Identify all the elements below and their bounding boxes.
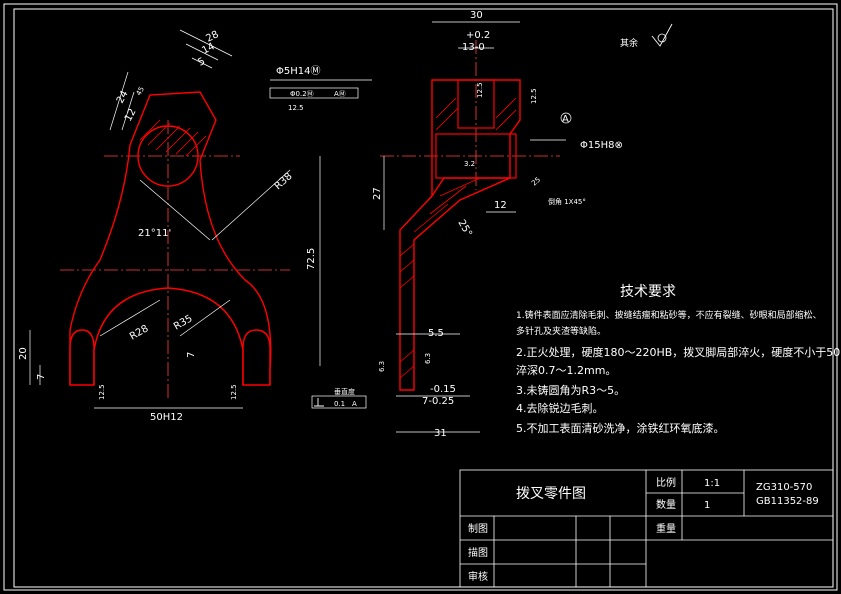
note-2: 2.正火处理，硬度180～220HB，拨叉脚局部淬火，硬度不小于50HRC， [516,345,841,359]
note-2b: 淬深0.7～1.2mm。 [516,363,616,377]
dim-angle: 21°11' [138,228,171,239]
qty-label: 数量 [656,498,676,511]
dim-tol-015: -0.15 [430,384,456,395]
fcf-datum: AⓂ [334,90,346,98]
dim-7-025: 7-0.25 [422,396,454,407]
roughness-f: 3.2 [464,160,475,168]
note-1: 1.铸件表面应清除毛刺、披缝结瘤和粘砂等，不应有裂缝、砂眼和局部缩松、 [516,309,822,321]
drawn-label: 制图 [468,522,488,535]
roughness-g: 25 [530,176,542,188]
roughness-c: 12.5 [230,384,238,400]
note-3: 3.未铸圆角为R3～5。 [516,383,625,397]
dim-r38: R38 [273,171,295,192]
datum-a: A [562,114,569,125]
dim-24: 24 [115,89,131,105]
dim-45: 45 [135,85,146,97]
dim-25deg: 25° [455,218,473,239]
dim-12: 12 [123,107,139,123]
note-5: 5.不加工表面清砂洗净，涂铁红环氧底漆。 [516,421,725,435]
technical-requirements: 技术要求 1.铸件表面应清除毛刺、披缝结瘤和粘砂等，不应有裂缝、砂眼和局部缩松、… [516,284,841,435]
roughness-d: 12.5 [476,82,484,98]
dim-20: 20 [18,347,29,360]
dim-width: 50H12 [150,412,183,423]
side-section-view: 30 +0.2 13-0 12.5 12.5 A Φ15H8⊗ 27 3.2 2… [311,10,623,439]
dim-14: 14 [200,41,216,57]
dim-13: 13-0 [462,42,485,53]
dim-5: 5 [196,56,207,69]
roughness-e: 12.5 [530,88,538,104]
title-block [459,469,834,588]
front-view: 28 14 5 24 12 45 Φ5H14Ⓜ Φ0.2Ⓜ AⓂ 12.5 R3… [18,29,372,423]
dim-5-5: 5.5 [428,328,444,339]
dim-r28: R28 [128,323,151,342]
dim-31: 31 [434,428,447,439]
dim-tol: +0.2 [466,30,490,41]
dim-7a: 7 [36,374,47,380]
roughness-check-icon [651,23,673,47]
drafted-label: 描图 [468,546,488,559]
chamfer: 倒角 1X45° [548,197,586,206]
perp-label: 垂直度 [334,387,355,396]
dim-phi15: Φ15H8⊗ [580,140,623,151]
dim-phi5: Φ5H14Ⓜ [276,65,320,77]
dim-7b: 7 [186,352,197,358]
roughness-b: 12.5 [98,384,106,400]
note-4: 4.去除锐边毛刺。 [516,401,604,415]
checked-label: 审核 [468,570,488,583]
fcf-position: Φ0.2Ⓜ [290,90,314,98]
roughness-i: 6.3 [424,353,432,364]
roughness-circle-icon [657,33,667,43]
dim-27: 27 [372,187,383,200]
dim-r35: R35 [172,313,195,332]
weight-label: 重量 [656,522,676,535]
dim-30: 30 [470,10,483,21]
outer-frame [3,3,838,591]
roughness-h: 6.3 [378,361,386,372]
qty-value: 1 [704,500,710,511]
material-2: GB11352-89 [756,496,819,507]
perp-datum: A [352,400,357,408]
dim-72-5: 72.5 [306,248,317,270]
dim-28: 28 [204,29,220,45]
roughness-a: 12.5 [288,104,304,112]
part-name: 拨叉零件图 [516,486,586,502]
roughness-other: 其余 [620,37,638,49]
scale-label: 比例 [656,476,676,489]
perpendicularity-icon [314,398,324,407]
material-1: ZG310-570 [756,482,812,493]
note-1b: 多针孔及夹渣等缺陷。 [516,325,606,337]
perp-value: 0.1 [334,400,345,408]
notes-title: 技术要求 [620,284,676,300]
scale-value: 1:1 [704,478,720,489]
dim-12b: 12 [494,200,507,211]
inner-frame [13,8,834,588]
